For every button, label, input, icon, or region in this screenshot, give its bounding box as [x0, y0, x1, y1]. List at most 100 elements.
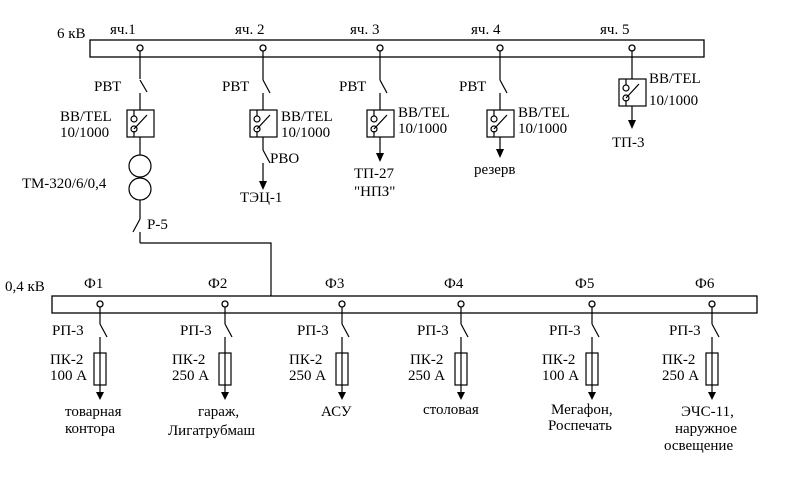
feeder-1-connection-node: [96, 300, 104, 308]
feeder-5-switch-label: РП-3: [549, 323, 581, 339]
cell-5: яч. 5 ВВ/TEL 10/1000 ТП-3: [600, 22, 701, 151]
cell-3-breaker: [366, 109, 395, 138]
feeder-5-current-label: 100 А: [542, 368, 579, 384]
feeder-6-current-label: 250 А: [662, 368, 699, 384]
feeder-4-switch-blade: [460, 323, 469, 338]
cell-3-disconnector-label: РВТ: [339, 79, 366, 95]
cell-1-disconnector-label: РВТ: [94, 79, 121, 95]
cell-2-arrow: [259, 181, 267, 190]
cell-5-arrow: [628, 120, 636, 129]
feeder-3-switch-blade: [341, 323, 350, 338]
transformer-winding-lv: [128, 177, 152, 201]
cell-4-destination: резерв: [474, 162, 516, 178]
cell-2-disconnector-blade: [262, 79, 271, 94]
feeder-1-current-label: 100 А: [50, 368, 87, 384]
cell-3-arrow: [376, 153, 384, 162]
feeder-5-name: Ф5: [575, 276, 594, 292]
bus-hv-label: 6 кВ: [57, 26, 86, 42]
feeder-1-destination-line-2: контора: [65, 421, 115, 437]
feeder-1: Ф1 РП-3 ПК-2 100 А товарная контора: [50, 276, 122, 437]
cell-1-name: яч.1: [110, 22, 136, 38]
cell-2: яч. 2 РВТ ВВ/TEL 10/1000 РВО ТЭЦ-1: [222, 22, 333, 206]
feeder-3-arrow: [338, 392, 346, 400]
feeder-6-destination-line-1: ЭЧС-11,: [681, 404, 734, 420]
cell-4-connection-node: [496, 44, 504, 52]
cell-3: яч. 3 РВТ ВВ/TEL 10/1000 ТП-27 "НПЗ": [339, 22, 450, 200]
feeder-3-current-label: 250 А: [289, 368, 326, 384]
cell-4-breaker-label: ВВ/TEL: [518, 105, 570, 121]
feeder-2-destination-line-2: Лигатрубмаш: [168, 423, 255, 439]
cell-1-breaker: [126, 109, 155, 138]
bus-lv: [51, 295, 758, 314]
lv-switch-blade: [132, 218, 141, 233]
cell-3-connection-node: [376, 44, 384, 52]
cell-4-arrow: [496, 149, 504, 158]
feeder-6-destination-line-2: наружное: [675, 421, 737, 437]
feeder-6-arrow: [708, 392, 716, 400]
cell-2-breaker: [249, 109, 278, 138]
cell-5-rating-label: 10/1000: [649, 93, 698, 109]
feeder-2-connection-node: [221, 300, 229, 308]
transformer-lv-lead: [140, 242, 272, 296]
cell-2-rating-label: 10/1000: [281, 125, 330, 141]
cell-2-disconnector-label: РВТ: [222, 79, 249, 95]
cell-5-breaker-label: ВВ/TEL: [649, 71, 701, 87]
feeder-4-destination: столовая: [423, 402, 479, 418]
cell-4-disconnector-blade: [499, 79, 508, 94]
bus-lv-label: 0,4 кВ: [5, 279, 45, 295]
cell-4-breaker: [486, 109, 515, 138]
feeder-1-switch-blade: [99, 323, 108, 338]
cell-2-extra-disconnector-blade: [262, 149, 271, 164]
feeder-3-connection-node: [338, 300, 346, 308]
feeder-2-name: Ф2: [208, 276, 227, 292]
bus-hv: [89, 39, 705, 58]
feeder-6-name: Ф6: [695, 276, 715, 292]
cell-2-name: яч. 2: [235, 22, 264, 38]
transformer-winding-hv: [128, 154, 152, 178]
feeder-4: Ф4 РП-3 ПК-2 250 А столовая: [408, 276, 479, 418]
feeder-5-arrow: [588, 392, 596, 400]
feeder-2-destination-line-1: гараж,: [198, 404, 239, 420]
feeder-4-switch-label: РП-3: [417, 323, 449, 339]
feeder-5: Ф5 РП-3 ПК-2 100 А Мегафон, Роспечать: [542, 276, 613, 434]
cell-2-breaker-label: ВВ/TEL: [281, 109, 333, 125]
feeder-2-switch-blade: [224, 323, 233, 338]
feeder-2-current-label: 250 А: [172, 368, 209, 384]
feeder-4-connection-node: [457, 300, 465, 308]
cell-2-connection-node: [259, 44, 267, 52]
feeder-3-destination: АСУ: [321, 404, 352, 420]
cell-1-disconnector-blade: [139, 79, 148, 93]
cell-4-disconnector-label: РВТ: [459, 79, 486, 95]
cell-2-destination: ТЭЦ-1: [240, 190, 282, 206]
feeder-6-switch-label: РП-3: [669, 323, 701, 339]
feeder-3-fuse-label: ПК-2: [289, 352, 322, 368]
feeder-2-arrow: [221, 392, 229, 400]
feeder-6-fuse-label: ПК-2: [662, 352, 695, 368]
feeder-4-fuse-label: ПК-2: [410, 352, 443, 368]
cell-2-extra-disconnector-label: РВО: [270, 151, 299, 167]
feeder-1-fuse-label: ПК-2: [50, 352, 83, 368]
cell-3-breaker-label: ВВ/TEL: [398, 105, 450, 121]
feeder-2: Ф2 РП-3 ПК-2 250 А гараж, Лигатрубмаш: [168, 276, 255, 439]
cell-5-connection-node: [628, 44, 636, 52]
cell-1-breaker-label: ВВ/TEL: [60, 109, 112, 125]
cell-1: яч.1 РВТ ВВ/TEL 10/1000 ТМ-320/6/0,4 Р-5: [22, 22, 272, 296]
feeder-6-destination-line-3: освещение: [664, 438, 733, 454]
feeder-6: Ф6 РП-3 ПК-2 250 А ЭЧС-11, наружное осве…: [662, 276, 737, 454]
feeder-4-name: Ф4: [444, 276, 464, 292]
cell-5-destination: ТП-3: [612, 135, 645, 151]
lv-switch-label: Р-5: [147, 217, 168, 233]
feeder-5-fuse-label: ПК-2: [542, 352, 575, 368]
cell-3-disconnector-blade: [379, 79, 388, 94]
feeder-1-destination-line-1: товарная: [65, 404, 122, 420]
cell-4: яч. 4 РВТ ВВ/TEL 10/1000 резерв: [459, 22, 570, 178]
cell-3-rating-label: 10/1000: [398, 121, 447, 137]
cell-5-name: яч. 5: [600, 22, 629, 38]
cell-3-destination-line-1: ТП-27: [354, 166, 394, 182]
feeder-2-fuse-label: ПК-2: [172, 352, 205, 368]
cell-5-breaker: [618, 78, 647, 107]
feeder-6-connection-node: [708, 300, 716, 308]
feeder-3-name: Ф3: [325, 276, 344, 292]
feeder-5-destination-line-1: Мегафон,: [551, 402, 613, 418]
